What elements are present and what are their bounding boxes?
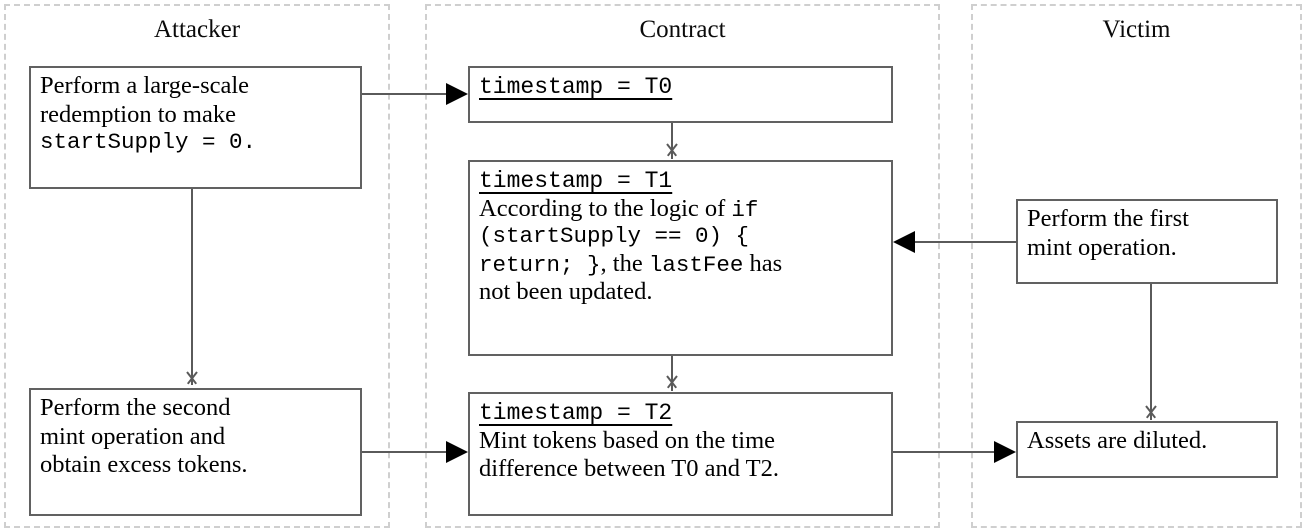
contract-t1-header: timestamp = T1 bbox=[479, 168, 673, 194]
contract-t2-line-2: difference between T0 and T2. bbox=[479, 455, 780, 483]
arrowhead-attacker2-to-t2 bbox=[446, 441, 468, 463]
lane-title-contract: Contract bbox=[639, 16, 726, 43]
attacker-step-2-line-3: obtain excess tokens. bbox=[40, 451, 248, 479]
attacker-step-1-line-2: redemption to make bbox=[40, 100, 236, 128]
arrowhead-victim1-to-t1 bbox=[893, 231, 915, 253]
arrowhead-t0-to-t1 bbox=[664, 144, 680, 160]
lane-title-attacker: Attacker bbox=[153, 16, 241, 43]
contract-t1-box[interactable]: timestamp = T1 According to the logic of… bbox=[468, 160, 893, 356]
connector-victim1-to-victim2 bbox=[1150, 284, 1152, 420]
attacker-step-1-code: startSupply = 0. bbox=[40, 129, 257, 156]
connector-attacker1-to-attacker2 bbox=[191, 189, 193, 385]
lane-title-victim: Victim bbox=[1102, 16, 1171, 43]
connector-t0-to-t1 bbox=[671, 123, 673, 159]
contract-t1-line-2-code: (startSupply == 0) { bbox=[479, 223, 750, 250]
arrowhead-attacker1-to-t0 bbox=[446, 83, 468, 105]
victim-step-1-line-1: Perform the first bbox=[1027, 205, 1189, 232]
attacker-step-2-line-2: mint operation and bbox=[40, 422, 226, 450]
contract-t1-line-3-text-a: , the bbox=[600, 249, 649, 277]
contract-t2-box[interactable]: timestamp = T2 Mint tokens based on the … bbox=[468, 392, 893, 516]
connector-victim1-to-t1 bbox=[915, 241, 1017, 243]
contract-t1-line-3-code-a: return; } bbox=[479, 251, 601, 278]
attacker-step-1-box[interactable]: Perform a large-scale redemption to make… bbox=[29, 66, 362, 189]
contract-t1-line-1: According to the logic of if bbox=[479, 195, 883, 224]
contract-t1-line-3-text-b: has bbox=[743, 249, 783, 277]
arrowhead-victim1-to-victim2 bbox=[1143, 406, 1159, 422]
arrowhead-attacker1-to-attacker2 bbox=[184, 372, 200, 388]
arrowhead-t1-to-t2 bbox=[664, 376, 680, 392]
contract-t1-line-1-code: if bbox=[731, 196, 759, 223]
connector-attacker2-to-t2 bbox=[362, 451, 446, 453]
lane-attacker bbox=[4, 4, 390, 528]
attacker-step-2-line-1: Perform the second bbox=[40, 394, 231, 421]
contract-t1-line-1-text: According to the logic of bbox=[479, 194, 732, 222]
contract-t0-box[interactable]: timestamp = T0 bbox=[468, 66, 893, 123]
contract-t1-line-3-code-b: lastFee bbox=[648, 251, 744, 278]
victim-step-1-line-2: mint operation. bbox=[1027, 233, 1177, 261]
victim-step-1-box[interactable]: Perform the first mint operation. bbox=[1016, 199, 1278, 284]
contract-t2-header: timestamp = T2 bbox=[479, 400, 673, 426]
connector-t2-to-victim2 bbox=[893, 451, 994, 453]
victim-step-2-line-1: Assets are diluted. bbox=[1027, 427, 1208, 454]
connector-attacker1-to-t0 bbox=[362, 93, 446, 95]
connector-t1-to-t2 bbox=[671, 356, 673, 391]
attacker-step-1-line-1: Perform a large-scale bbox=[40, 72, 250, 99]
lane-victim bbox=[971, 4, 1302, 528]
attacker-step-2-box[interactable]: Perform the second mint operation and ob… bbox=[29, 388, 362, 516]
contract-t1-line-3: return; }, the lastFee has bbox=[479, 250, 883, 279]
contract-t2-line-1: Mint tokens based on the time bbox=[479, 426, 775, 454]
arrowhead-t2-to-victim2 bbox=[994, 441, 1016, 463]
lane-contract bbox=[425, 4, 940, 528]
contract-t1-line-4: not been updated. bbox=[479, 278, 653, 306]
victim-step-2-box[interactable]: Assets are diluted. bbox=[1016, 421, 1278, 478]
contract-t0-header: timestamp = T0 bbox=[479, 74, 673, 100]
